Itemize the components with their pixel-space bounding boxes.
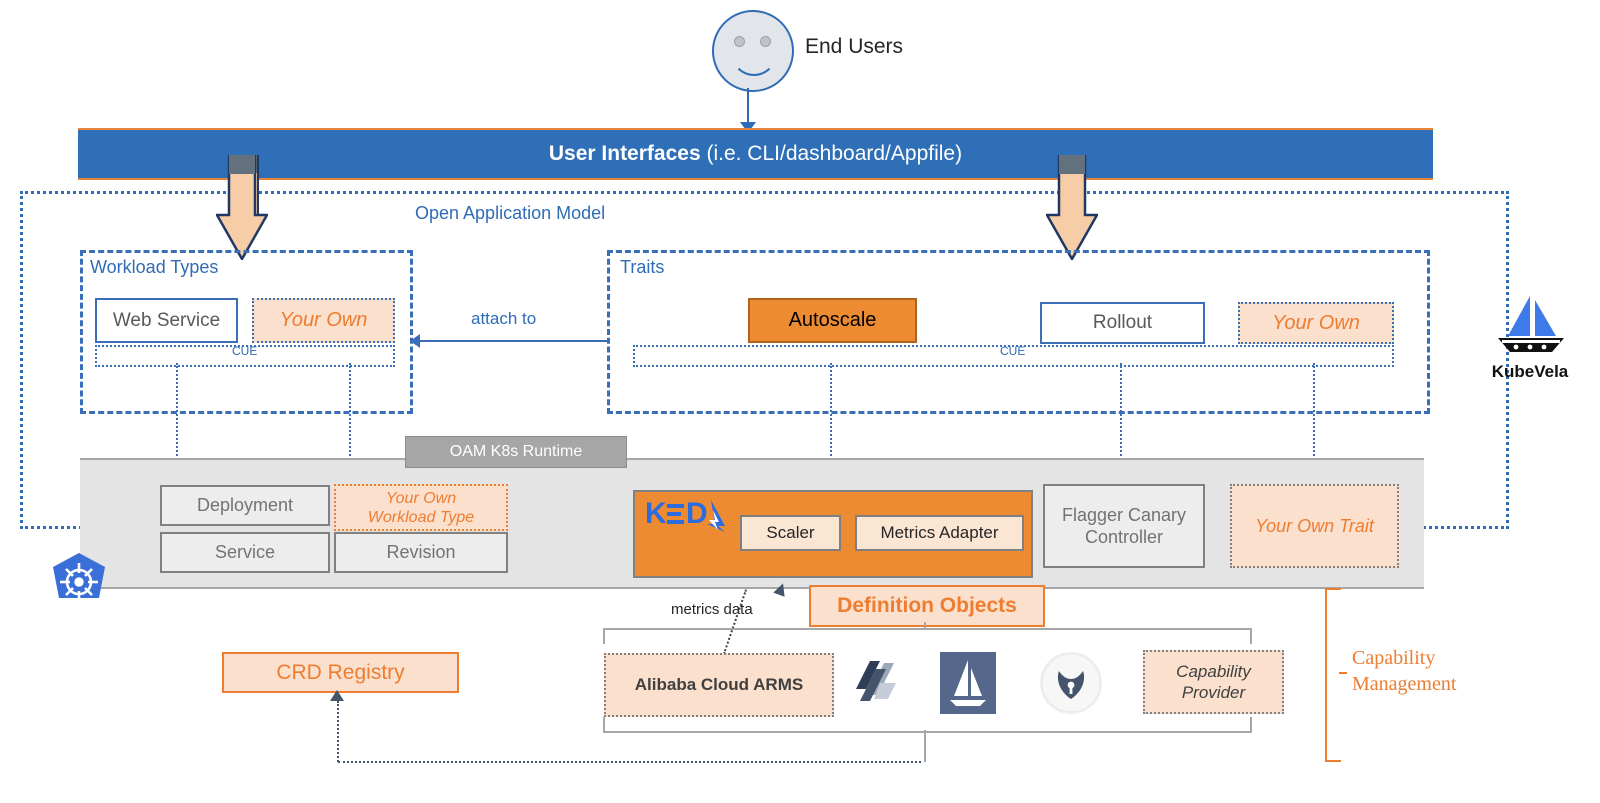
runtime-box-flagger-canary-controller[interactable]: Flagger Canary Controller (1043, 484, 1205, 568)
smiley-eye-right (760, 36, 771, 47)
own-workload-line2: Workload Type (367, 508, 475, 526)
capability-management-line2: Management (1352, 673, 1457, 695)
traits-box (607, 250, 1430, 414)
kubernetes-logo-icon (46, 551, 112, 617)
runtime-box-your-own-trait[interactable]: Your Own Trait (1230, 484, 1399, 568)
runtime-box-deployment[interactable]: Deployment (160, 485, 330, 526)
end-user-smiley-icon (712, 10, 794, 92)
own-trait-connector-line (1313, 363, 1315, 467)
user-interfaces-bar[interactable]: User Interfaces (i.e. CLI/dashboard/Appf… (78, 128, 1433, 180)
definition-objects-top-bracket-stem (924, 622, 926, 630)
provider-alibaba-cloud-arms[interactable]: Alibaba Cloud ARMS (604, 653, 834, 717)
smiley-mouth (731, 50, 777, 76)
workload-cue-band (95, 345, 395, 367)
ui-bar-title-rest: (i.e. CLI/dashboard/Appfile) (700, 142, 963, 165)
ui-to-traits-arrow (1046, 155, 1098, 260)
autoscale-connector-line (830, 363, 832, 475)
capability-provider-line2: Provider (1181, 683, 1246, 702)
crd-registry-connector-horizontal (338, 761, 921, 763)
capability-management-label: Capability Management (1352, 645, 1512, 697)
vault-icon (1040, 652, 1102, 714)
runtime-box-your-own-workload-type[interactable]: Your Own Workload Type (334, 484, 508, 531)
kubevela-label: KubeVela (1491, 362, 1569, 381)
workload-cue-label: CUE (232, 344, 258, 358)
web-service-connector-line (176, 363, 178, 467)
istio-sailboat-icon (940, 652, 996, 714)
smiley-eye-left (734, 36, 745, 47)
traits-cue-label: CUE (1000, 344, 1026, 358)
traits-cue-band (633, 345, 1394, 367)
attach-to-line (414, 340, 607, 342)
workload-item-web-service[interactable]: Web Service (95, 298, 238, 343)
runtime-box-service[interactable]: Service (160, 532, 330, 573)
attach-to-label: attach to (471, 309, 537, 328)
smiley-to-ui-arrow-head (740, 122, 756, 133)
kubevela-logo-icon (1480, 292, 1580, 378)
crd-registry-connector-vertical (337, 701, 339, 762)
runtime-box-revision[interactable]: Revision (334, 532, 508, 573)
capability-management-bracket (1325, 588, 1341, 762)
definition-objects-top-bracket (603, 628, 1252, 644)
keda-child-scaler[interactable]: Scaler (740, 515, 841, 551)
capability-management-bracket-stem (1339, 672, 1347, 674)
ui-to-workload-arrow (216, 155, 268, 260)
definition-objects-label: Definition Objects (809, 585, 1045, 627)
svg-text:D: D (686, 497, 708, 530)
crd-registry-arrow-head (330, 690, 344, 701)
rollout-connector-line (1120, 363, 1122, 467)
trait-item-autoscale[interactable]: Autoscale (748, 298, 917, 343)
kubeless-icon (850, 655, 906, 711)
attach-to-arrow-head (410, 334, 420, 348)
keda-child-metrics-adapter[interactable]: Metrics Adapter (855, 515, 1024, 551)
metrics-data-label: metrics data (671, 601, 753, 618)
workload-types-box (80, 250, 413, 414)
own-workload-connector-line (349, 363, 351, 467)
svg-text:K: K (645, 497, 667, 530)
capability-management-line1: Capability (1352, 647, 1436, 669)
open-application-model-label: Open Application Model (415, 203, 606, 223)
definition-objects-bottom-bracket-stem (924, 730, 926, 762)
workload-types-title: Workload Types (90, 257, 219, 277)
smiley-to-ui-arrow-line (747, 88, 749, 126)
ui-bar-title-bold: User Interfaces (548, 142, 701, 165)
workload-item-your-own[interactable]: Your Own (252, 298, 395, 343)
metrics-data-connector-line (722, 589, 749, 655)
own-workload-line1: Your Own (385, 489, 457, 507)
capability-provider-line1: Capability (1176, 662, 1251, 681)
metrics-data-arrow-head (773, 581, 789, 597)
definition-objects-bottom-bracket (603, 717, 1252, 733)
provider-capability-provider[interactable]: Capability Provider (1143, 650, 1284, 714)
end-users-label: End Users (805, 35, 904, 58)
traits-title: Traits (620, 257, 665, 277)
crd-registry-box[interactable]: CRD Registry (222, 652, 459, 693)
keda-logo-icon: K D (645, 496, 745, 532)
oam-k8s-runtime-tab: OAM K8s Runtime (405, 436, 627, 468)
trait-item-your-own[interactable]: Your Own (1238, 302, 1394, 344)
trait-item-rollout[interactable]: Rollout (1040, 302, 1205, 344)
